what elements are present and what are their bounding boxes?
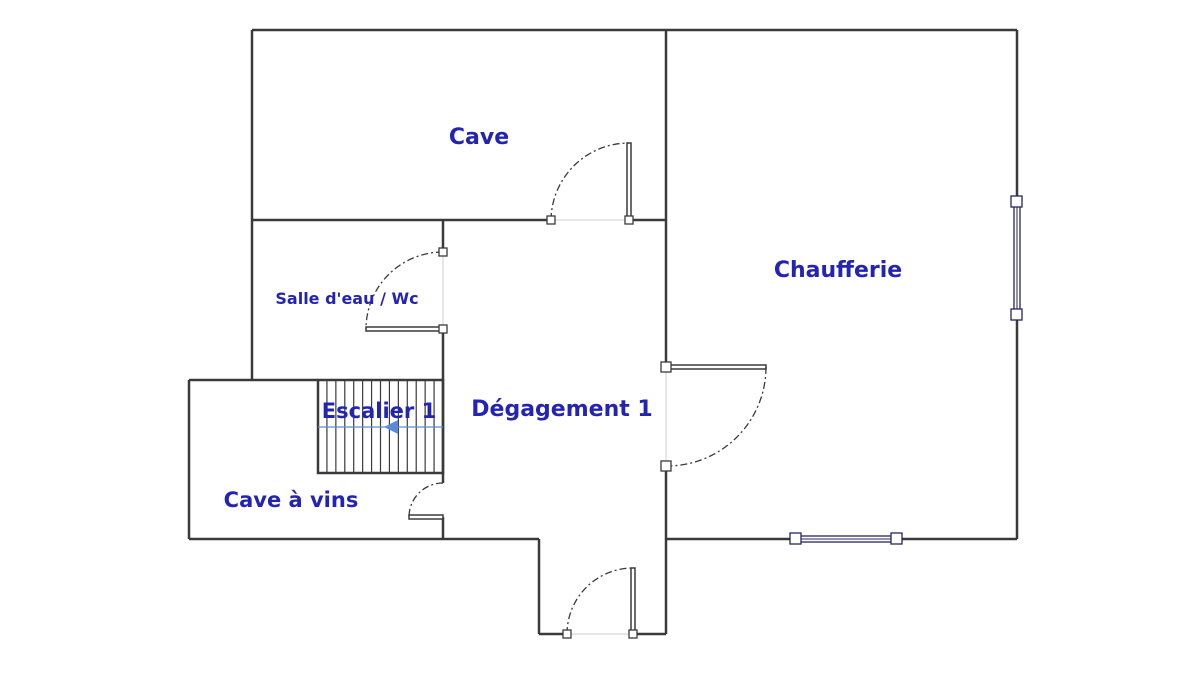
door-salle-eau-leaf (365, 326, 444, 332)
room-label-escalier: Escalier 1 (322, 399, 436, 423)
door-cave-vins-swing (408, 482, 444, 518)
marker-salle-eau-bottom (438, 324, 448, 334)
door-entrance-swing (566, 567, 634, 635)
room-label-cave-vins: Cave à vins (224, 488, 359, 512)
marker-window-bottom-right (890, 532, 903, 545)
room-label-chaufferie: Chaufferie (774, 258, 902, 283)
room-labels: Cave Chaufferie Salle d'eau / Wc Escalie… (224, 125, 903, 512)
door-cave-leaf (626, 142, 632, 221)
doors (365, 142, 767, 635)
window-chaufferie-right (1013, 200, 1021, 315)
marker-chaufferie-bottom (660, 460, 672, 472)
marker-window-right-top (1010, 195, 1023, 208)
door-cave-vins (408, 482, 444, 520)
markers (438, 195, 1023, 639)
door-cave (550, 142, 632, 221)
marker-entrance-right (628, 629, 638, 639)
marker-entrance-left (562, 629, 572, 639)
door-chaufferie-leaf (665, 364, 767, 370)
door-cave-swing (550, 142, 630, 221)
marker-window-bottom-left (789, 532, 802, 545)
walls (187, 28, 1019, 636)
stair-direction-arrow-icon (384, 420, 398, 434)
marker-cave-left (546, 215, 556, 225)
marker-chaufferie-top (660, 361, 672, 373)
door-entrance (566, 567, 636, 635)
room-label-cave: Cave (449, 125, 509, 150)
staircase (316, 378, 445, 475)
windows (795, 200, 1021, 543)
door-salle-eau-swing (365, 251, 444, 330)
room-label-salle-eau: Salle d'eau / Wc (275, 289, 418, 308)
door-chaufferie-swing (665, 366, 767, 467)
marker-salle-eau-top (438, 247, 448, 257)
marker-cave-right (624, 215, 634, 225)
door-chaufferie (665, 364, 767, 467)
door-entrance-leaf (630, 567, 636, 635)
openings (442, 219, 667, 635)
room-label-degagement: Dégagement 1 (471, 397, 652, 422)
marker-window-right-bottom (1010, 308, 1023, 321)
window-chaufferie-bottom (795, 535, 897, 543)
door-cave-vins-leaf (408, 514, 444, 520)
